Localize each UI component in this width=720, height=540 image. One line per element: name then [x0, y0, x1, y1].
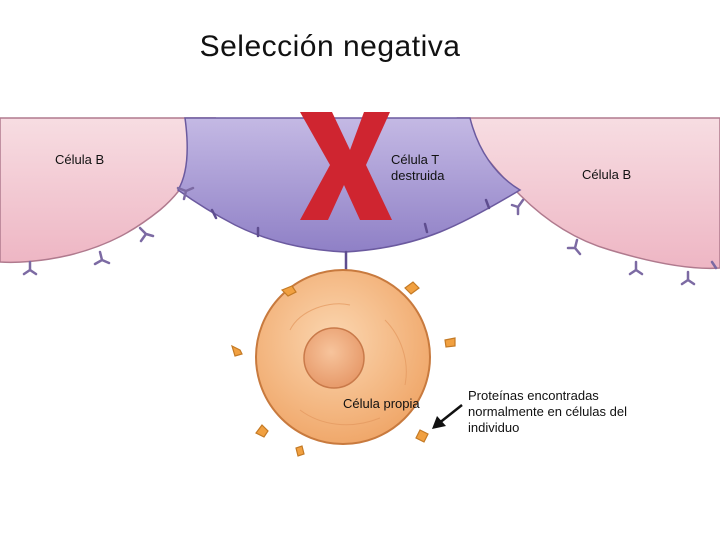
self-cell — [255, 269, 431, 445]
b-cell-receptors-left — [22, 186, 195, 276]
b-cell-left-label: Célula B — [55, 152, 105, 167]
b-cell-right-label: Célula B — [582, 167, 632, 182]
self-proteins — [231, 281, 456, 457]
t-cell-receptors — [210, 198, 491, 274]
x-icon — [300, 112, 392, 220]
self-proteins-label: Proteínas encontradas normalmente en cél… — [468, 388, 627, 435]
t-cell-label: Célula T destruida — [391, 152, 445, 183]
self-cell-label: Célula propia — [343, 396, 420, 411]
arrow-icon — [432, 404, 463, 429]
self-cell-nucleus — [303, 327, 365, 389]
b-cell-receptors-right — [510, 198, 718, 286]
page-title: Selección negativa — [199, 30, 461, 63]
